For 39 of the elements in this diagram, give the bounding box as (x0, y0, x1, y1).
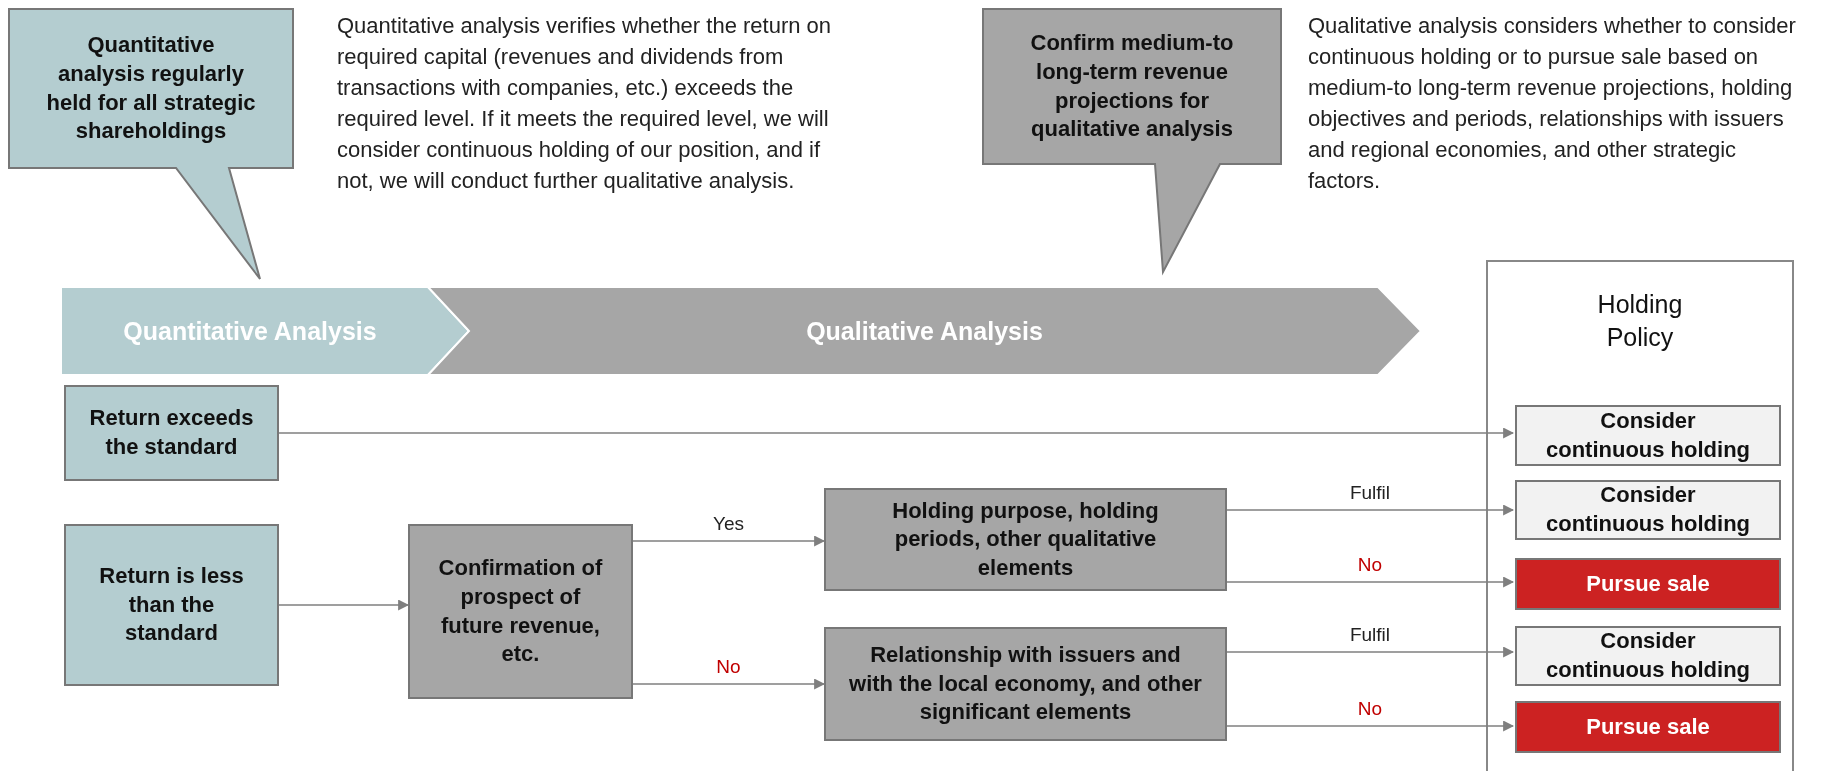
node-text: Confirmation of prospect of future revenue, etc. (437, 554, 604, 669)
process-box (64, 524, 279, 686)
process-box (824, 627, 1227, 741)
description-text: Qualitative analysis considers whether to consider continuous holding or to pursue sale based on medium-to long-term revenue projections, holding objectives and periods, relationships with issuers and regional economies, and other strategic factors. (1308, 12, 1797, 195)
policy-panel (1486, 260, 1794, 771)
node-text: Consider continuous holding (1544, 481, 1752, 538)
chevron-band (61, 287, 469, 375)
node-text: Consider continuous holding (1544, 406, 1752, 464)
arrow (632, 535, 826, 547)
node-text: Consider continuous holding (1544, 627, 1752, 684)
arrow (632, 678, 826, 690)
node-text: Holding Policy (1596, 289, 1684, 353)
node-text: Return is less than the standard (98, 562, 245, 648)
arrow (278, 599, 410, 611)
node-text: Pursue sale (1586, 569, 1710, 598)
outcome-box (1515, 405, 1781, 466)
outcome-box (1515, 701, 1781, 753)
arrow (1226, 576, 1515, 588)
arrow (1226, 720, 1515, 732)
arrow (1226, 646, 1515, 658)
node-text: Quantitative Analysis (123, 315, 377, 347)
node-text: Confirm medium-to long-term revenue projections for qualitative analysis (1029, 29, 1235, 144)
node-text: Pursue sale (1586, 712, 1710, 741)
outcome-box (1515, 480, 1781, 540)
node-text: Quantitative analysis regularly held for all strategic shareholdings (45, 31, 257, 146)
chevron-band (428, 287, 1421, 375)
description-text: Quantitative analysis verifies whether the return on required capital (revenues and dividends from transactions with companies, etc.) exceeds the required level. If it meets the required level, we will consider continuous holding of our position, and if not, we will conduct further qualitative analysis. (337, 12, 833, 195)
process-box (408, 524, 633, 699)
arrow (1226, 504, 1515, 516)
process-box (64, 385, 279, 481)
outcome-box (1515, 558, 1781, 610)
node-text: Holding purpose, holding periods, other qualitative elements (891, 496, 1160, 582)
node-text: Relationship with issuers and with the local economy, and other significant elements (848, 641, 1203, 727)
callout-bubble (9, 9, 293, 279)
node-text: Qualitative Analysis (806, 315, 1043, 347)
arrow (278, 427, 1515, 439)
outcome-box (1515, 626, 1781, 686)
process-box (824, 488, 1227, 591)
node-text: Return exceeds the standard (88, 404, 255, 461)
